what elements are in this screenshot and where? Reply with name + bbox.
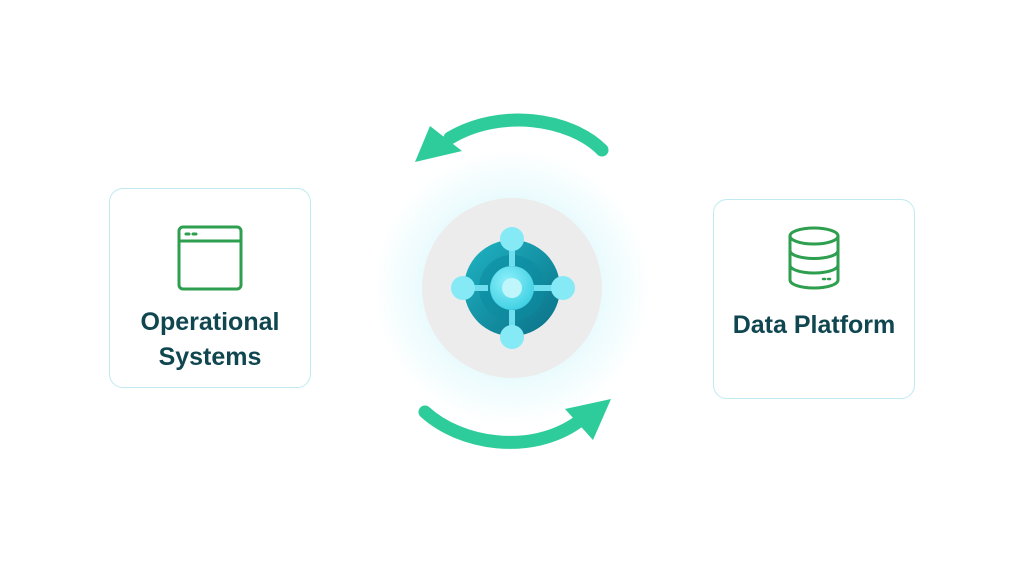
- data-platform-label: Data Platform: [732, 311, 896, 339]
- label-line-1: Operational: [140, 308, 280, 336]
- operational-systems-label: Operational Systems: [141, 305, 280, 375]
- operational-systems-card: Operational Systems: [109, 188, 311, 388]
- label-line-2: Systems: [158, 343, 262, 371]
- business-central-logo-icon: [422, 198, 602, 378]
- data-platform-card: Data Platform: [713, 199, 915, 399]
- browser-window-icon: [177, 225, 243, 291]
- database-icon: [786, 226, 842, 290]
- hub-circle: [422, 198, 602, 378]
